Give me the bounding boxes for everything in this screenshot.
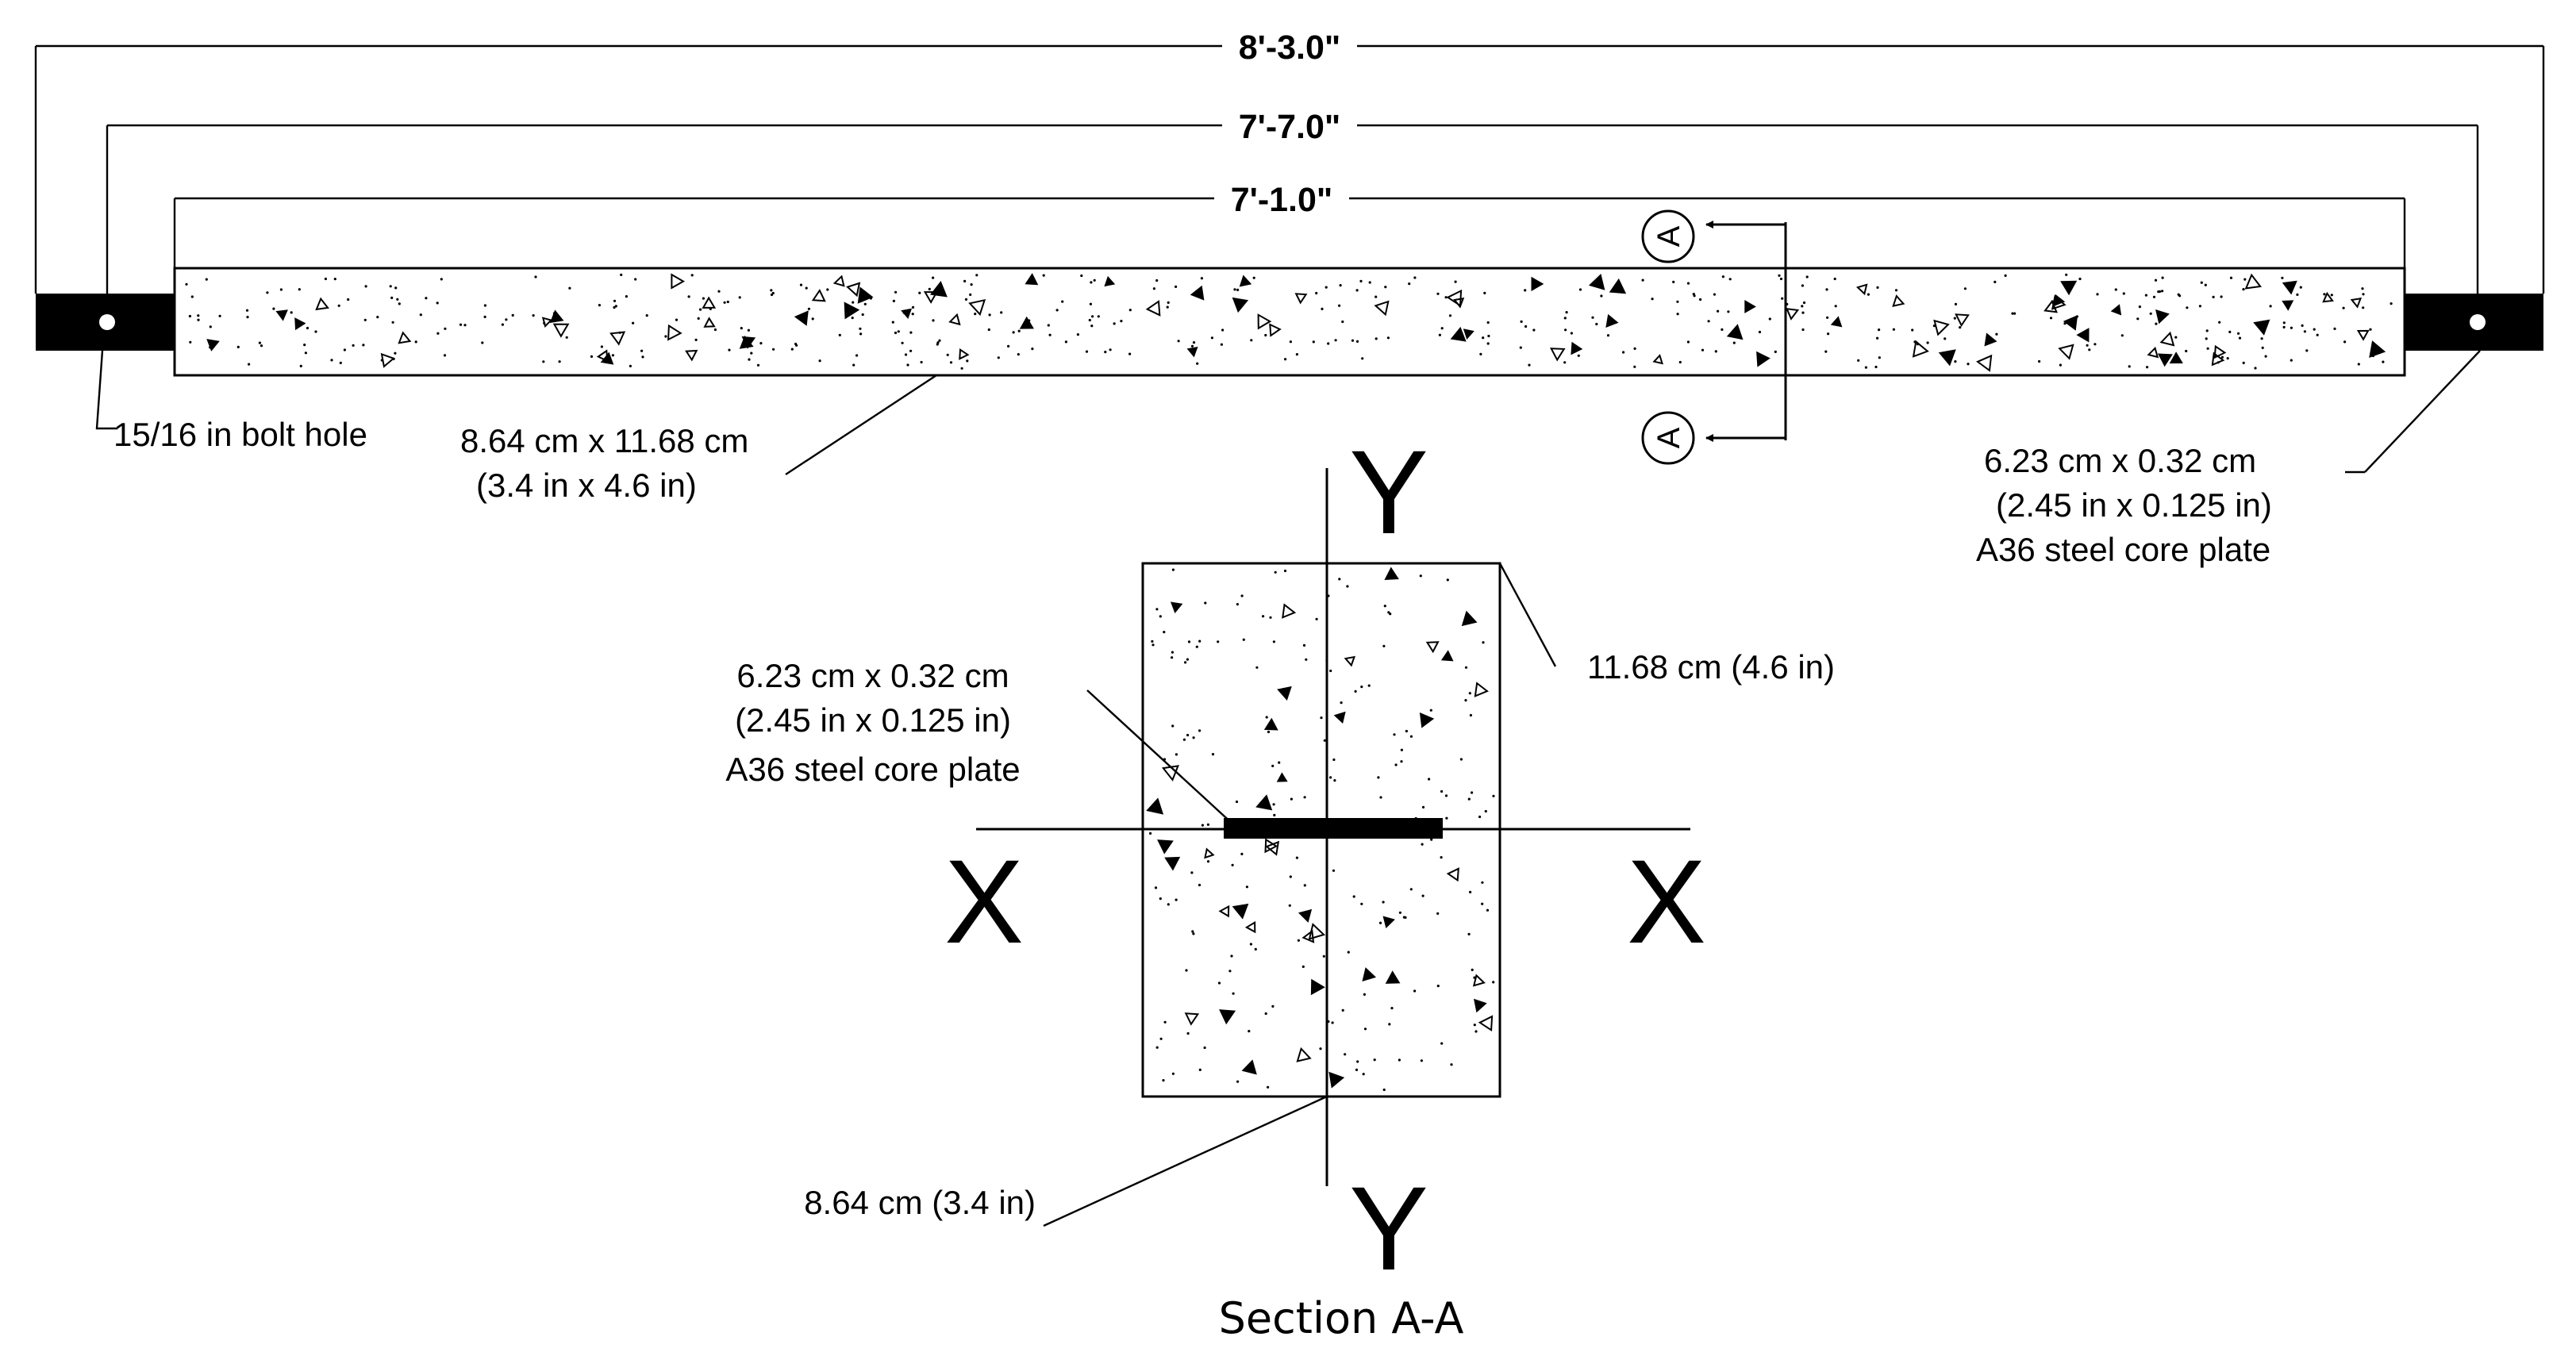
section-marker-bottom: A — [1641, 411, 1786, 465]
dimension-overall: 8'-3.0" — [34, 29, 2545, 294]
dimension-casing-length-label: 7'-1.0" — [1231, 181, 1333, 219]
section-marker-top: A — [1641, 209, 1786, 263]
section-core-label-line1: 6.23 cm x 0.32 cm — [736, 657, 1009, 694]
core-plate-callout: 6.23 cm x 0.32 cm (2.45 in x 0.125 in) A… — [1976, 350, 2481, 568]
axis-y-bottom-label: Y — [1349, 1162, 1428, 1295]
core-plate-label-line2: (2.45 in x 0.125 in) — [1996, 486, 2272, 524]
section-a-a: Y Y X X 11.68 cm (4.6 in) 8.64 cm (3.4 i… — [725, 425, 1835, 1343]
dimension-bolt-to-bolt-label: 7'-7.0" — [1239, 108, 1341, 146]
section-title: Section A-A — [1219, 1293, 1464, 1343]
section-core-label-line3: A36 steel core plate — [725, 751, 1020, 788]
section-width-label: 8.64 cm (3.4 in) — [804, 1184, 1036, 1221]
section-height-label: 11.68 cm (4.6 in) — [1587, 648, 1835, 686]
bolt-hole-left — [99, 314, 115, 330]
concrete-casing-elevation — [173, 267, 2406, 377]
bolt-hole-callout: 15/16 in bolt hole — [95, 339, 367, 453]
concrete-stipple-elevation — [185, 273, 2393, 372]
core-plate-label-line1: 6.23 cm x 0.32 cm — [1984, 442, 2256, 479]
casing-size-label-line2: (3.4 in x 4.6 in) — [476, 467, 697, 504]
section-marker-top-label: A — [1651, 225, 1686, 247]
axis-y-top-label: Y — [1349, 425, 1428, 559]
axis-x-right-label: X — [1627, 835, 1706, 968]
dimension-overall-label: 8'-3.0" — [1239, 29, 1341, 67]
dimension-bolt-to-bolt: 7'-7.0" — [106, 108, 2479, 294]
section-marker-bottom-label: A — [1651, 427, 1686, 448]
section-core-label-line2: (2.45 in x 0.125 in) — [735, 701, 1011, 739]
casing-size-callout: 8.64 cm x 11.68 cm (3.4 in x 4.6 in) — [460, 374, 937, 504]
casing-size-label-line1: 8.64 cm x 11.68 cm — [460, 422, 748, 459]
dimension-casing-length: 7'-1.0" — [173, 181, 2406, 270]
axis-x-left-label: X — [944, 835, 1024, 968]
core-plate-label-line3: A36 steel core plate — [1976, 531, 2270, 568]
bolt-hole-right — [2470, 314, 2486, 330]
bolt-hole-label: 15/16 in bolt hole — [113, 416, 367, 453]
steel-core-plate — [1224, 818, 1443, 839]
